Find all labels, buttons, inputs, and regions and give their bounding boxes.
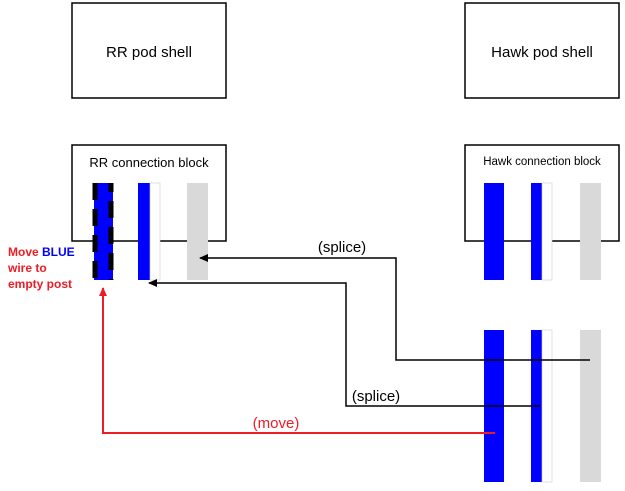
hawk-block-blue-white-post-white (541, 182, 553, 281)
hawk-pod-shell-label: Hawk pod shell (491, 44, 593, 61)
hawk-block-blue-post (484, 183, 504, 280)
rr-connection-block-label: RR connection block (89, 155, 209, 170)
instruction-line-2: wire to (7, 261, 47, 275)
hawk-connection-block-label: Hawk connection block (483, 156, 601, 168)
upper-splice-line (199, 254, 590, 361)
rr-pod-shell-box (71, 2, 227, 99)
rr-pod-shell-label: RR pod shell (106, 44, 192, 61)
upper-splice-label: (splice) (318, 239, 366, 256)
instruction-prefix: Move (8, 245, 42, 259)
instruction-emphasis: BLUE (42, 245, 75, 259)
hawk-pod-shell-box (464, 2, 620, 99)
rr-blue-white-post-white (149, 182, 161, 281)
lower-blue-white-wire-white (541, 329, 553, 483)
instruction-line-3: empty post (8, 277, 72, 291)
rr-blue-post (94, 183, 113, 280)
move-line (99, 287, 495, 434)
rr-blue-white-post-blue (138, 183, 150, 280)
move-label: (move) (253, 415, 300, 432)
rr-empty-post (187, 183, 208, 280)
lower-splice-label: (splice) (352, 388, 400, 405)
lower-splice-line (148, 279, 540, 407)
hawk-block-blue-white-post-blue (531, 183, 542, 280)
instruction-line-1: Move BLUE (8, 245, 75, 259)
lower-empty-wire (580, 330, 601, 482)
hawk-block-empty-post (580, 183, 601, 280)
